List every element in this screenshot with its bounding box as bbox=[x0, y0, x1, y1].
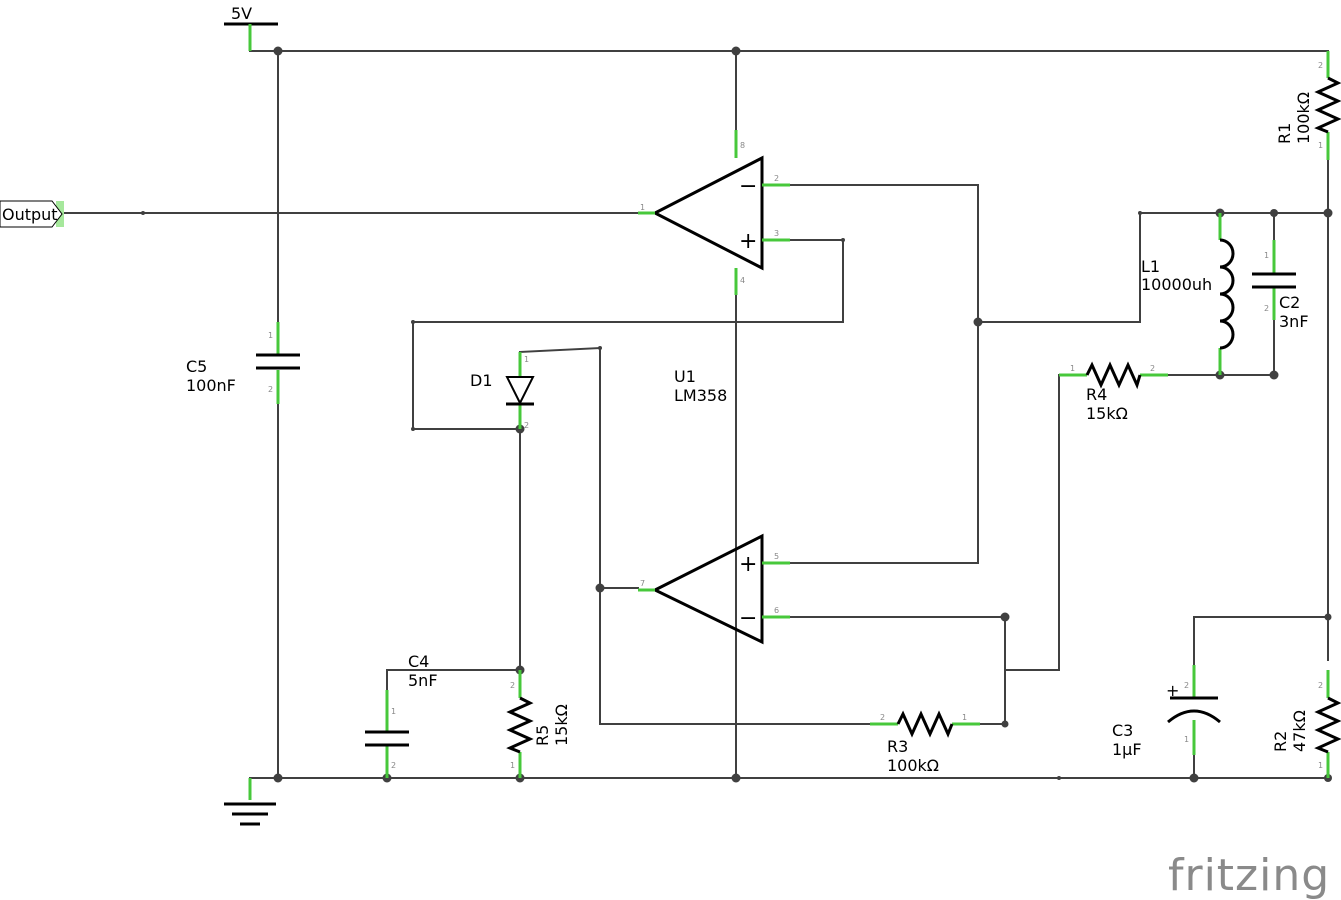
r3-ref: R3 bbox=[887, 737, 908, 756]
c5-pin2-num: 2 bbox=[268, 385, 273, 394]
c4-ref: C4 bbox=[408, 652, 429, 671]
u1a-pin-noninv-num: 3 bbox=[774, 229, 779, 238]
c4-value: 5nF bbox=[408, 671, 438, 690]
r4-ref: R4 bbox=[1086, 385, 1107, 404]
c4-pin1-num: 1 bbox=[391, 707, 396, 716]
d1-diode[interactable]: 1 2 bbox=[505, 352, 535, 430]
r3-resistor[interactable]: 2 1 bbox=[870, 710, 980, 738]
c3-plus-sign: + bbox=[1166, 681, 1179, 700]
c2-ref: C2 bbox=[1279, 293, 1300, 312]
u1b-pin-inv-num: 6 bbox=[774, 606, 779, 615]
r1-value: 100kΩ bbox=[1294, 92, 1313, 144]
u1b-plus-sign: + bbox=[739, 552, 757, 577]
output-port[interactable]: Output bbox=[0, 200, 64, 228]
l1-ref: L1 bbox=[1141, 257, 1160, 276]
u1a-pin-inv-num: 2 bbox=[774, 174, 779, 183]
vcc-label: 5V bbox=[231, 4, 252, 23]
d1-pin2-num: 2 bbox=[524, 421, 529, 430]
d1-ref: D1 bbox=[470, 371, 493, 390]
l1-value: 10000uh bbox=[1141, 275, 1212, 294]
c3-ref: C3 bbox=[1112, 721, 1133, 740]
r5-ref: R5 bbox=[533, 725, 552, 746]
d1-pin1-num: 1 bbox=[524, 355, 529, 364]
u1a-minus-sign: − bbox=[739, 174, 757, 199]
u1-pin-vcc-num: 8 bbox=[740, 141, 745, 150]
u1b-pin-noninv-num: 5 bbox=[774, 552, 779, 561]
u1-pin-gnd-num: 4 bbox=[740, 276, 745, 285]
c5-capacitor[interactable]: 1 2 bbox=[256, 322, 300, 404]
vcc-symbol[interactable]: 5V bbox=[224, 4, 278, 51]
c2-pin2-num: 2 bbox=[1264, 304, 1269, 313]
c5-ref: C5 bbox=[186, 357, 207, 376]
c2-value: 3nF bbox=[1279, 312, 1309, 331]
r4-pin1-num: 1 bbox=[1070, 364, 1075, 373]
u1-opamp-a[interactable]: − + 1 2 3 8 4 bbox=[638, 130, 790, 295]
c5-pin1-num: 1 bbox=[268, 331, 273, 340]
u1b-pin-out-num: 7 bbox=[640, 579, 645, 588]
r3-pin1-num: 1 bbox=[962, 713, 967, 722]
r5-value: 15kΩ bbox=[552, 704, 571, 746]
r5-pin2-num: 2 bbox=[510, 681, 515, 690]
ground-symbol[interactable] bbox=[224, 778, 276, 826]
r1-pin2-num: 2 bbox=[1318, 61, 1323, 70]
r1-resistor[interactable]: 2 1 bbox=[1314, 51, 1341, 160]
c4-capacitor[interactable]: 1 2 bbox=[365, 690, 409, 778]
c5-value: 100nF bbox=[186, 376, 236, 395]
r1-pin1-num: 1 bbox=[1318, 141, 1323, 150]
wires bbox=[61, 50, 1329, 779]
r2-pin1-num: 1 bbox=[1318, 761, 1323, 770]
c3-capacitor[interactable]: + 2 1 bbox=[1166, 665, 1221, 755]
r2-value: 47kΩ bbox=[1290, 710, 1309, 752]
c3-pin2-num: 2 bbox=[1184, 681, 1189, 690]
c3-pin1-num: 1 bbox=[1184, 735, 1189, 744]
output-label: Output bbox=[2, 205, 58, 224]
junctions bbox=[141, 46, 1333, 783]
r4-value: 15kΩ bbox=[1086, 404, 1128, 423]
c2-capacitor[interactable]: 1 2 bbox=[1252, 240, 1296, 320]
r5-resistor[interactable]: 2 1 bbox=[506, 670, 534, 778]
r4-pin2-num: 2 bbox=[1150, 364, 1155, 373]
u1-value: LM358 bbox=[674, 386, 727, 405]
c2-pin1-num: 1 bbox=[1264, 251, 1269, 260]
r1-ref: R1 bbox=[1275, 123, 1294, 144]
r2-ref: R2 bbox=[1271, 731, 1290, 752]
u1a-pin-out-num: 1 bbox=[640, 203, 645, 212]
r2-resistor[interactable]: 2 1 bbox=[1314, 670, 1341, 778]
r3-value: 100kΩ bbox=[887, 756, 939, 775]
l1-inductor[interactable] bbox=[1218, 213, 1235, 375]
r4-resistor[interactable]: 1 2 bbox=[1059, 361, 1168, 390]
u1a-plus-sign: + bbox=[739, 229, 757, 254]
fritzing-logo: fritzing bbox=[1168, 850, 1330, 900]
u1b-minus-sign: − bbox=[739, 606, 757, 631]
u1-opamp-b[interactable]: + − 7 5 6 bbox=[638, 533, 790, 645]
r2-pin2-num: 2 bbox=[1318, 681, 1323, 690]
c4-pin2-num: 2 bbox=[391, 761, 396, 770]
r5-pin1-num: 1 bbox=[510, 761, 515, 770]
r3-pin2-num: 2 bbox=[880, 713, 885, 722]
c3-value: 1µF bbox=[1112, 740, 1142, 759]
u1-ref: U1 bbox=[674, 367, 696, 386]
